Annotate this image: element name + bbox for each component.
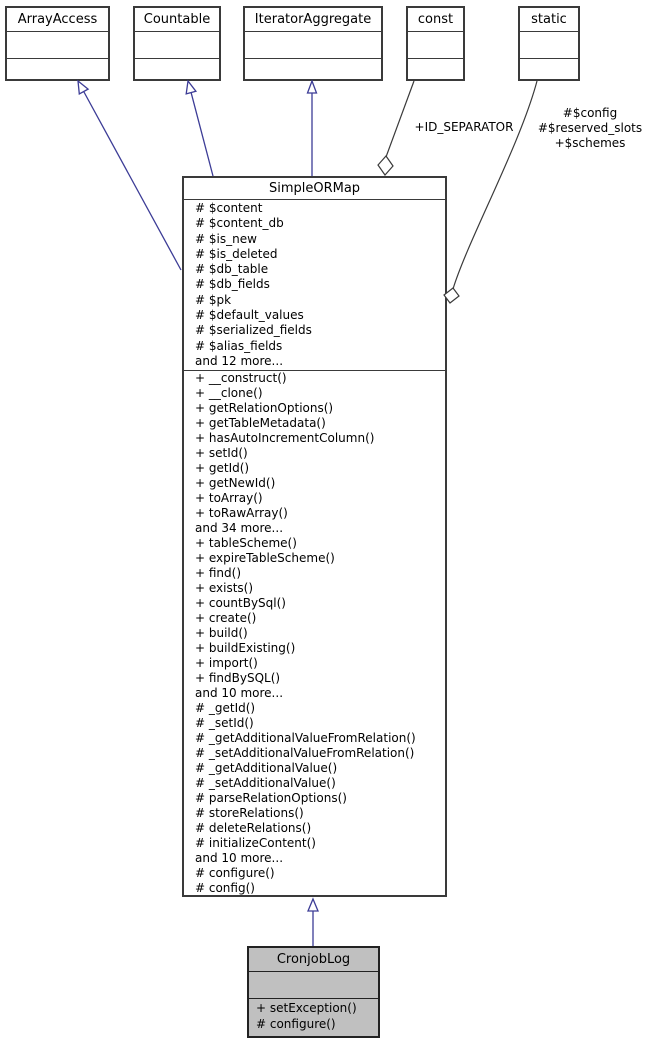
attributes-compartment	[7, 32, 108, 59]
class-name-cronjoblog: CronjobLog	[249, 948, 378, 972]
attributes-compartment	[408, 32, 463, 59]
method-line: # configure()	[256, 1016, 336, 1031]
class-name-iteratoraggregate: IteratorAggregate	[245, 8, 381, 32]
attributes-compartment	[520, 32, 578, 59]
open-triangle-arrowhead-icon	[185, 79, 198, 95]
attribute-line: # $is_new	[195, 231, 257, 246]
method-line: # _setAdditionalValueFromRelation()	[195, 746, 415, 760]
method-line: + hasAutoIncrementColumn()	[195, 431, 375, 445]
static-member-label: #$config	[562, 106, 618, 120]
open-triangle-arrowhead-icon	[307, 897, 319, 912]
method-line: # _getAdditionalValue()	[195, 761, 338, 775]
method-line: # configure()	[195, 866, 275, 880]
method-line: + tableScheme()	[195, 536, 297, 550]
attribute-line: # $pk	[195, 292, 232, 307]
method-line: # _setAdditionalValue()	[195, 776, 336, 790]
methods-compartment	[7, 59, 108, 79]
class-box-iteratoraggregate[interactable]: IteratorAggregate	[243, 6, 383, 81]
open-triangle-arrowhead-icon	[306, 79, 318, 94]
method-line: and 10 more...	[195, 686, 284, 700]
methods-compartment: + setException()# configure()	[249, 999, 378, 1036]
qualifier-name-const: const	[408, 8, 463, 32]
attribute-line: # $is_deleted	[195, 246, 278, 261]
attribute-line: # $alias_fields	[195, 338, 283, 353]
method-line: + setId()	[195, 446, 248, 460]
method-line: + __clone()	[195, 386, 263, 400]
methods-compartment: + __construct()+ __clone()+ getRelationO…	[184, 371, 445, 895]
method-line: + buildExisting()	[195, 641, 296, 655]
attributes-compartment: # $content# $content_db# $is_new# $is_de…	[184, 200, 445, 371]
method-line: # initializeContent()	[195, 836, 316, 850]
method-line: + exists()	[195, 581, 254, 595]
inheritance-edge-countable	[185, 79, 214, 177]
attribute-line: # $db_fields	[195, 277, 270, 292]
method-line: + create()	[195, 611, 257, 625]
method-line: and 34 more...	[195, 521, 284, 535]
const-edge-label: +ID_SEPARATOR	[414, 120, 514, 134]
qualifier-name-static: static	[520, 8, 578, 32]
class-box-countable[interactable]: Countable	[133, 6, 221, 81]
attributes-compartment	[245, 32, 381, 59]
inheritance-edge-cronjoblog-simpleormap	[307, 897, 319, 946]
attribute-line: # $default_values	[195, 308, 304, 323]
static-member-label: +$schemes	[554, 136, 626, 150]
method-line: + toArray()	[195, 491, 263, 505]
method-line: + countBySql()	[195, 596, 286, 610]
method-line: + import()	[195, 656, 258, 670]
aggregation-edge-static-simpleormap	[443, 80, 538, 304]
inheritance-edge-arrayaccess	[77, 79, 182, 271]
class-box-arrayaccess[interactable]: ArrayAccess	[5, 6, 110, 81]
method-line: + build()	[195, 626, 248, 640]
method-line: + toRawArray()	[195, 506, 288, 520]
method-line: # _setId()	[195, 716, 254, 730]
method-line: + find()	[195, 566, 242, 580]
inheritance-edge-iteratoraggregate	[306, 79, 318, 176]
open-triangle-arrowhead-icon	[77, 79, 90, 95]
method-line: + __construct()	[195, 371, 287, 385]
methods-compartment	[245, 59, 381, 79]
method-line: # _getAdditionalValueFromRelation()	[195, 731, 416, 745]
methods-compartment	[135, 59, 219, 79]
method-line: # deleteRelations()	[195, 821, 312, 835]
attribute-line: and 12 more...	[195, 353, 284, 368]
attribute-line: # $db_table	[195, 262, 269, 277]
class-name-countable: Countable	[135, 8, 219, 32]
method-line: + getId()	[195, 461, 250, 475]
method-line: + getNewId()	[195, 476, 276, 490]
method-line: and 10 more...	[195, 851, 284, 865]
qualifier-box-static[interactable]: static	[518, 6, 580, 81]
method-line: + findBySQL()	[195, 671, 281, 685]
static-member-label: #$reserved_slots	[537, 121, 643, 135]
methods-compartment	[408, 59, 463, 79]
method-line: # config()	[195, 881, 255, 895]
attribute-line: # $content	[195, 201, 263, 215]
attribute-line: # $content_db	[195, 216, 284, 231]
class-name-simpleormap: SimpleORMap	[184, 178, 445, 200]
class-box-simpleormap[interactable]: SimpleORMap # $content# $content_db# $is…	[182, 176, 447, 897]
method-line: + getRelationOptions()	[195, 401, 334, 415]
methods-compartment	[520, 59, 578, 79]
method-line: + expireTableScheme()	[195, 551, 335, 565]
attributes-compartment	[249, 972, 378, 999]
class-box-cronjoblog[interactable]: CronjobLog + setException()# configure()	[247, 946, 380, 1038]
attributes-compartment	[135, 32, 219, 59]
method-line: + getTableMetadata()	[195, 416, 326, 430]
qualifier-box-const[interactable]: const	[406, 6, 465, 81]
method-line: # parseRelationOptions()	[195, 791, 347, 805]
attribute-line: # $serialized_fields	[195, 323, 312, 338]
method-line: # _getId()	[195, 701, 256, 715]
static-edge-label: #$config#$reserved_slots+$schemes	[528, 106, 652, 151]
method-line: # storeRelations()	[195, 806, 304, 820]
method-line: + setException()	[256, 1001, 357, 1015]
class-name-arrayaccess: ArrayAccess	[7, 8, 108, 32]
open-diamond-icon	[377, 155, 394, 176]
